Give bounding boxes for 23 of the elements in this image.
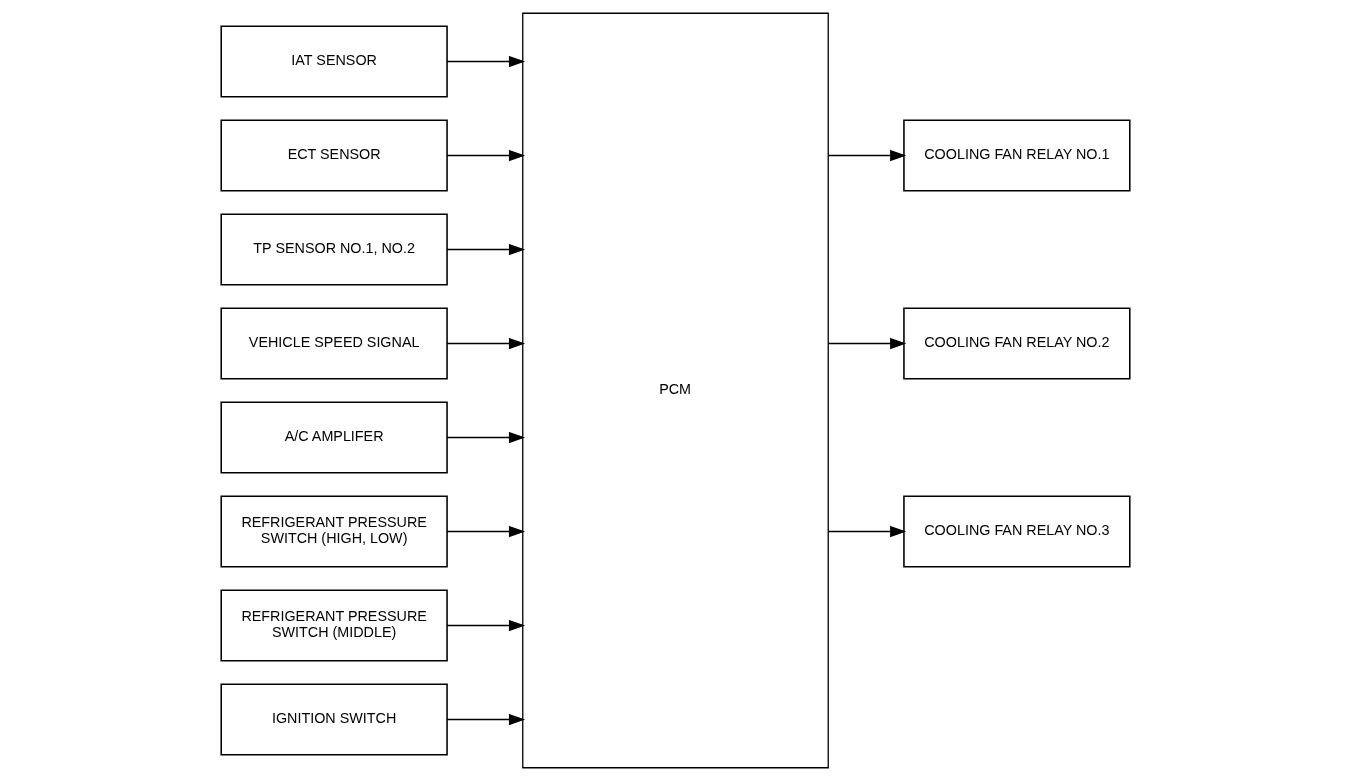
node-box: A/C AMPLIFER <box>220 401 448 474</box>
node-box: COOLING FAN RELAY NO.2 <box>903 307 1131 380</box>
node-box: PCM <box>522 12 829 769</box>
arrow <box>446 55 526 68</box>
arrow <box>446 243 526 256</box>
arrow <box>827 149 907 162</box>
arrow <box>446 619 526 632</box>
arrow <box>446 149 526 162</box>
arrow <box>446 337 526 350</box>
node-box: REFRIGERANT PRESSURE SWITCH (HIGH, LOW) <box>220 495 448 568</box>
arrow <box>827 525 907 538</box>
node-box: COOLING FAN RELAY NO.3 <box>903 495 1131 568</box>
node-box: COOLING FAN RELAY NO.1 <box>903 119 1131 192</box>
arrow <box>827 337 907 350</box>
node-box: IGNITION SWITCH <box>220 683 448 756</box>
arrow <box>446 431 526 444</box>
node-box: REFRIGERANT PRESSURE SWITCH (MIDDLE) <box>220 589 448 662</box>
node-box: TP SENSOR NO.1, NO.2 <box>220 213 448 286</box>
node-box: ECT SENSOR <box>220 119 448 192</box>
arrow <box>446 525 526 538</box>
node-box: IAT SENSOR <box>220 25 448 98</box>
arrow <box>446 713 526 726</box>
node-box: VEHICLE SPEED SIGNAL <box>220 307 448 380</box>
